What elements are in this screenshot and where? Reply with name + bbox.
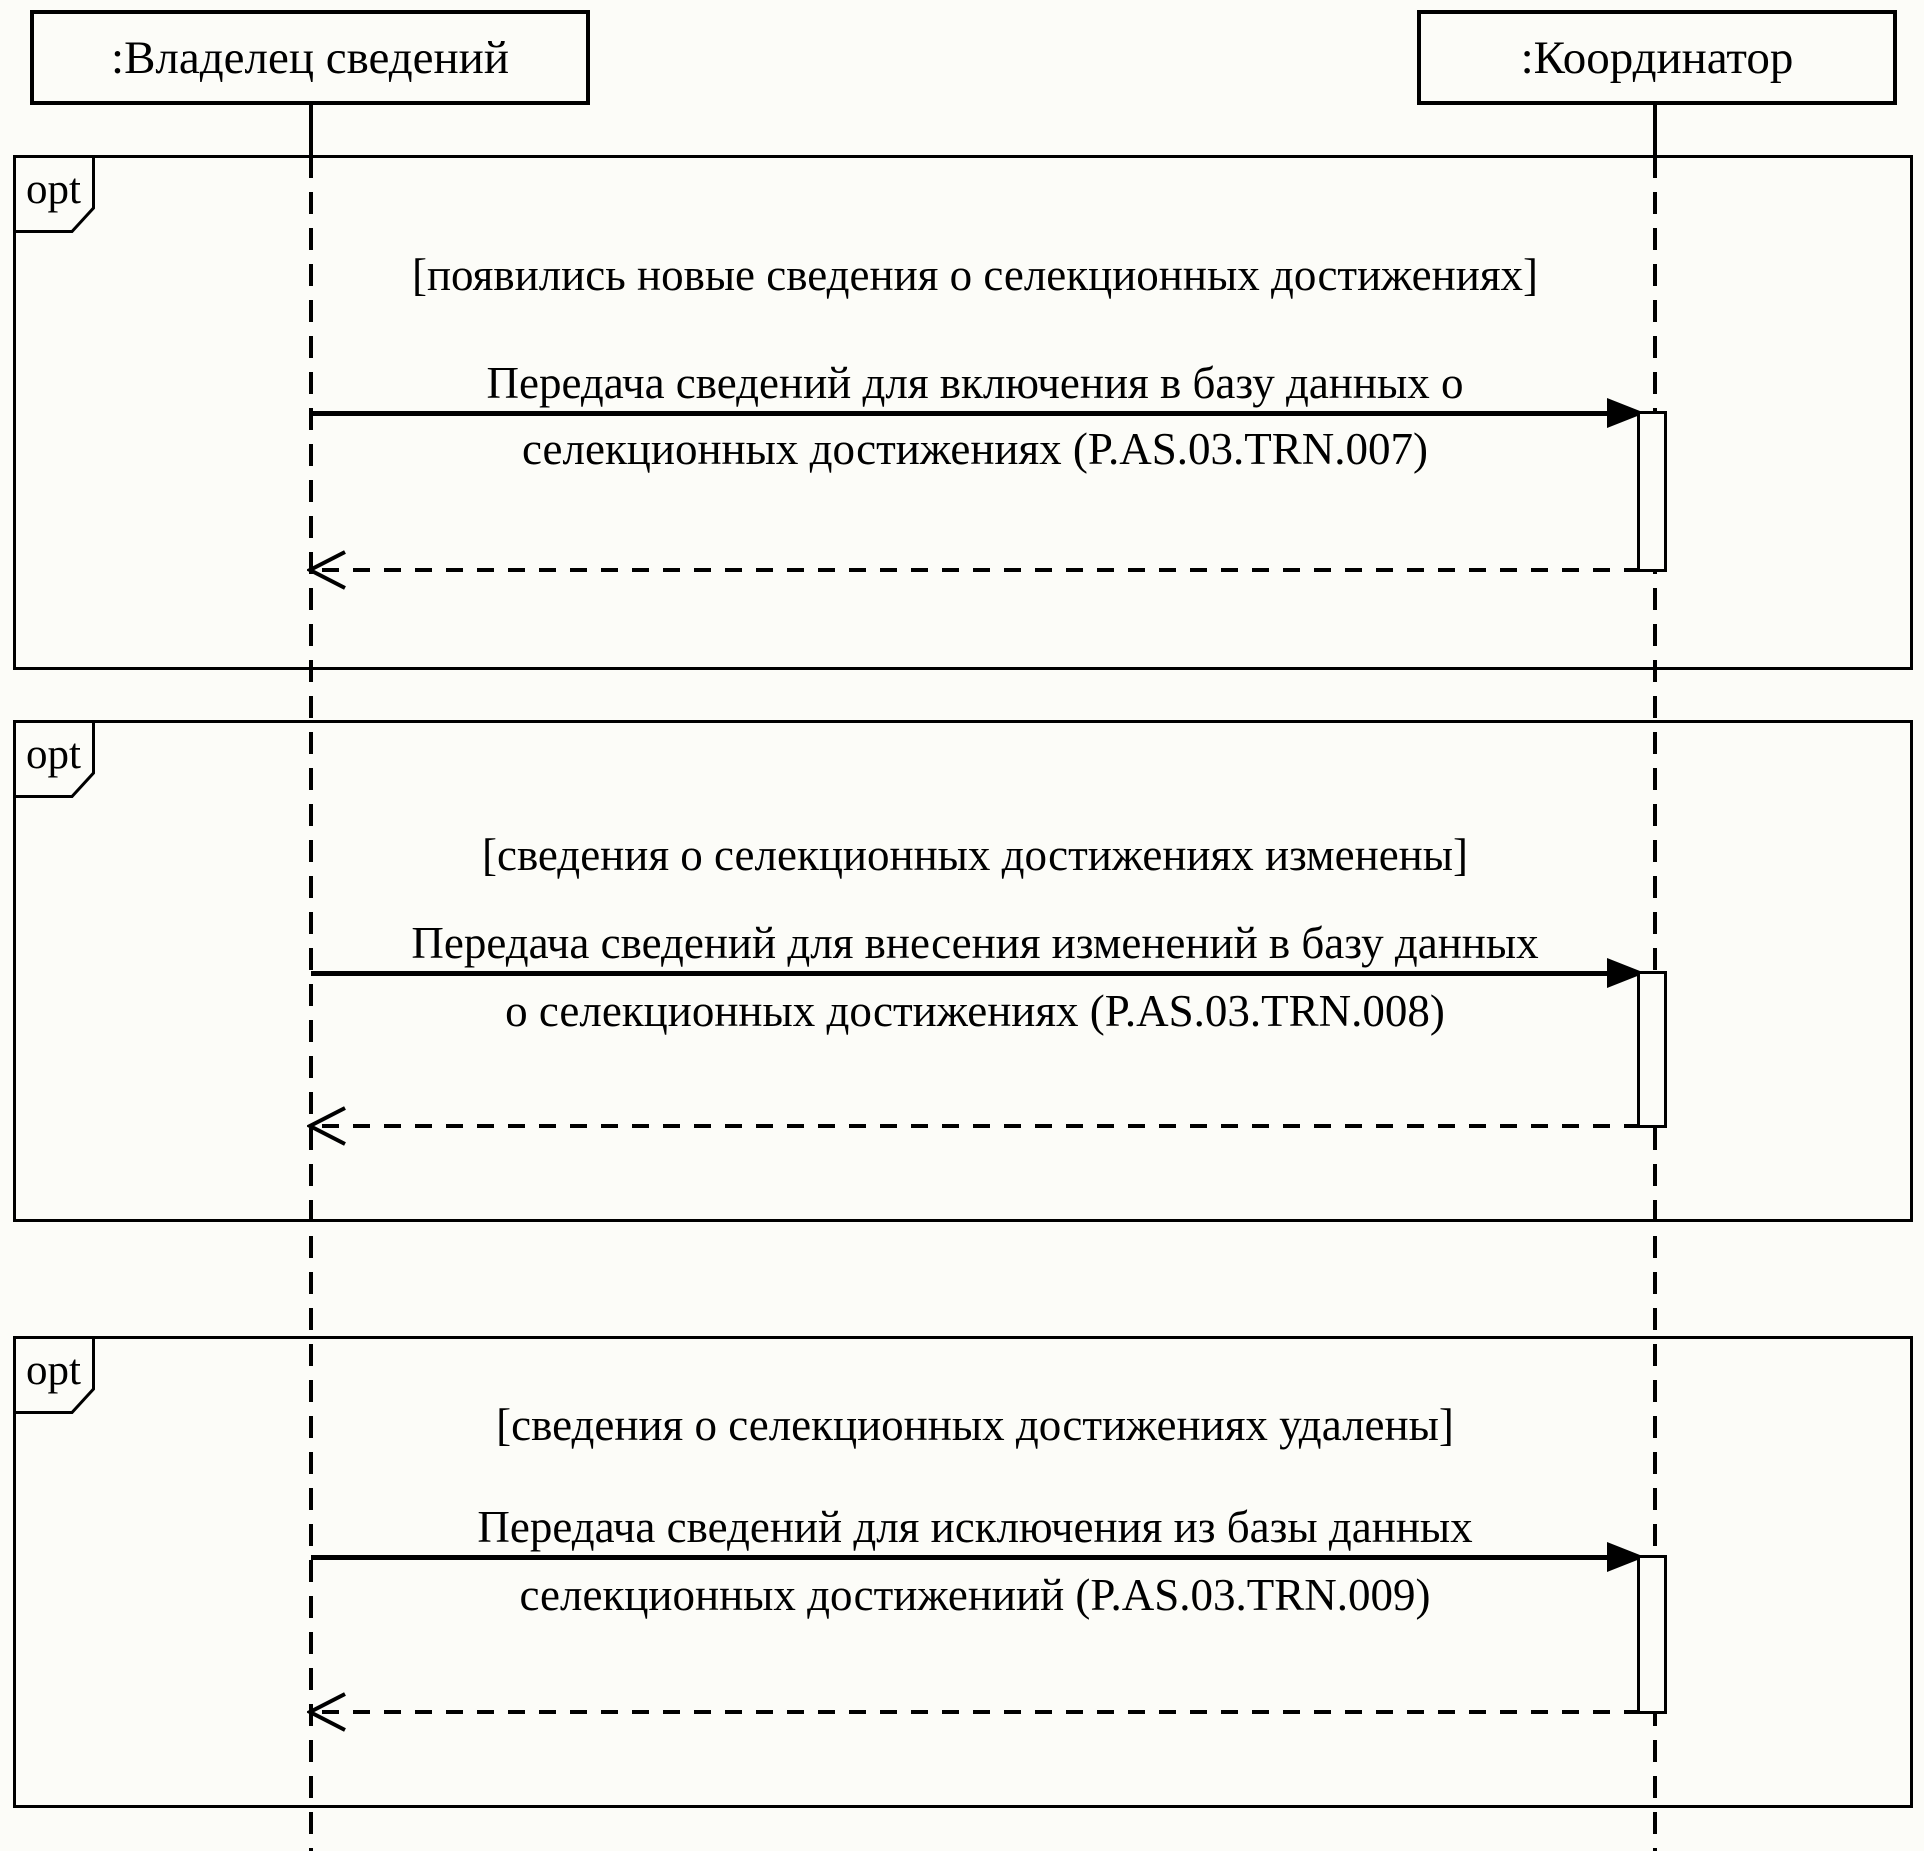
- fragment-operator-label: opt: [26, 731, 81, 778]
- activation-bar: [1637, 1555, 1667, 1714]
- opt-fragment-3: [13, 1336, 1913, 1808]
- opt-fragment-2: [13, 720, 1913, 1222]
- actor-box-coordinator: :Координатор: [1417, 10, 1897, 105]
- open-arrowhead-icon: [307, 550, 346, 590]
- lifeline-owner: [309, 156, 313, 1851]
- actor-label-coordinator: :Координатор: [1520, 31, 1794, 84]
- fragment-operator-label: opt: [26, 1347, 81, 1394]
- lifeline-coordinator-stub: [1653, 104, 1657, 156]
- open-arrowhead-icon: [307, 1692, 346, 1732]
- open-arrowhead-icon: [307, 1106, 346, 1146]
- fragment-operator-label: opt: [26, 166, 81, 213]
- message-label-line2: селекционных достижениях (P.AS.03.TRN.00…: [522, 424, 1428, 474]
- lifeline-owner-stub: [309, 104, 313, 156]
- opt-pentagon-icon: [13, 1336, 95, 1414]
- return-message-arrow: [322, 568, 1637, 572]
- guard-condition: [сведения о селекционных достижениях изм…: [481, 830, 1468, 880]
- return-message-arrow: [322, 1710, 1637, 1714]
- sync-message-arrow: [311, 411, 1607, 416]
- message-label-line1: Передача сведений для включения в базу д…: [486, 358, 1464, 408]
- message-label-line2: селекционных достижениий (P.AS.03.TRN.00…: [519, 1570, 1431, 1620]
- actor-box-information-owner: :Владелец сведений: [30, 10, 590, 105]
- opt-pentagon-icon: [13, 155, 95, 233]
- message-label-line2: о селекционных достижениях (P.AS.03.TRN.…: [505, 986, 1445, 1036]
- sync-message-arrow: [311, 971, 1607, 976]
- actor-label-information-owner: :Владелец сведений: [111, 31, 509, 84]
- sync-message-arrow: [311, 1555, 1607, 1560]
- activation-bar: [1637, 971, 1667, 1128]
- opt-fragment-1: [13, 155, 1913, 670]
- guard-condition: [появились новые сведения о селекционных…: [411, 250, 1539, 300]
- message-label-line1: Передача сведений для исключения из базы…: [477, 1502, 1473, 1552]
- message-label-line1: Передача сведений для внесения изменений…: [411, 918, 1539, 968]
- guard-condition: [сведения о селекционных достижениях уда…: [496, 1400, 1454, 1450]
- opt-pentagon-icon: [13, 720, 95, 798]
- return-message-arrow: [322, 1124, 1637, 1128]
- activation-bar: [1637, 411, 1667, 572]
